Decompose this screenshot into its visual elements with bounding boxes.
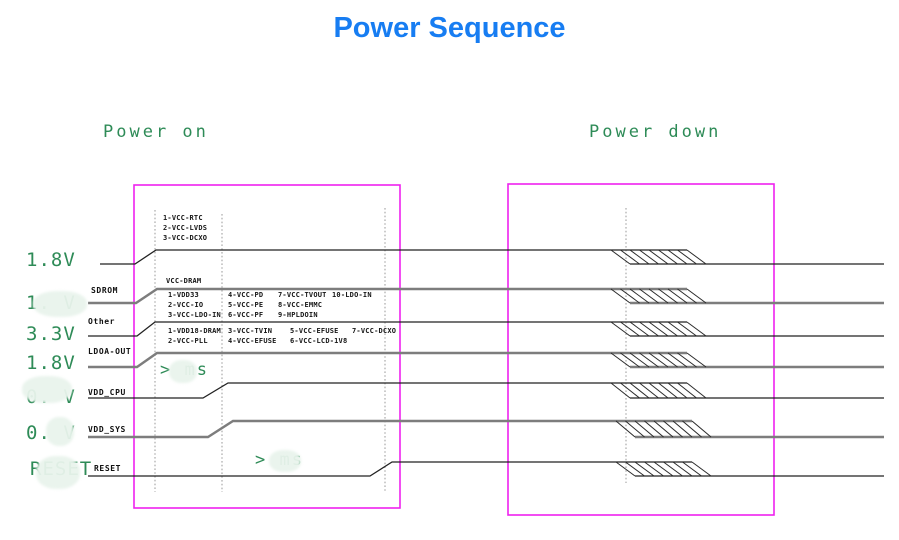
vdd-cpu-falling-hatch — [620, 382, 640, 399]
redaction-blur — [36, 456, 80, 489]
reset-falling-hatch — [653, 461, 674, 477]
vdd-cpu-falling-hatch — [629, 382, 650, 399]
vdd-sys-falling-hatch — [663, 420, 683, 438]
other-falling-hatch — [667, 321, 688, 337]
sdrom-falling-hatch — [686, 288, 707, 304]
reset-falling-hatch — [663, 461, 683, 477]
vdd-cpu-falling-hatch — [639, 382, 659, 399]
vcc-rtc-falling-hatch — [639, 249, 659, 265]
ldoa-out-falling-hatch — [677, 352, 697, 368]
other-falling-hatch — [629, 321, 650, 337]
other-falling-hatch — [639, 321, 659, 337]
reset-falling-hatch — [634, 461, 655, 477]
sdrom-falling-hatch — [658, 288, 678, 304]
vcc-rtc-falling-hatch — [667, 249, 688, 265]
ldoa-out-falling-hatch — [648, 352, 669, 368]
vcc-rtc-falling-hatch — [677, 249, 697, 265]
vdd-cpu-falling-hatch — [610, 382, 631, 399]
vdd-cpu-falling-hatch — [667, 382, 688, 399]
vcc-rtc-wave-high — [100, 249, 687, 265]
other-falling-hatch — [620, 321, 640, 337]
other-falling-hatch — [658, 321, 678, 337]
reset-falling-hatch — [672, 461, 693, 477]
vcc-rtc-falling-hatch — [648, 249, 669, 265]
power-down-section-label: Power down — [589, 122, 722, 142]
vdd-sys-falling-hatch — [691, 420, 712, 438]
vdd-sys-wave-high — [88, 419, 692, 439]
sdrom-falling-hatch — [677, 288, 697, 304]
power-on-box — [133, 184, 401, 509]
vdd-sys-falling-hatch — [615, 420, 636, 438]
sdrom-falling-hatch — [610, 288, 631, 304]
sdrom-falling-hatch — [667, 288, 688, 304]
reset-falling-hatch — [615, 461, 636, 477]
other-falling-hatch — [686, 321, 707, 337]
redaction-blur — [33, 291, 87, 317]
redaction-blur — [169, 360, 197, 383]
vdd-sys-falling-hatch — [634, 420, 655, 438]
vcc-rtc-falling-hatch — [610, 249, 631, 265]
vcc-rtc-falling-hatch — [620, 249, 640, 265]
power-on-section-label: Power on — [103, 122, 209, 142]
vdd-cpu-wave-high — [88, 382, 687, 399]
vdd-sys-falling-hatch — [682, 420, 702, 438]
page-title: Power Sequence — [333, 12, 566, 44]
reset-falling-hatch — [682, 461, 702, 477]
redaction-blur — [46, 417, 74, 446]
vdd-cpu-falling-hatch — [648, 382, 669, 399]
vcc-rtc-falling-hatch — [629, 249, 650, 265]
ldoa-out-falling-hatch — [667, 352, 688, 368]
vdd-cpu-falling-hatch — [658, 382, 678, 399]
sdrom-falling-hatch — [639, 288, 659, 304]
ldoa-out-wave-high — [88, 351, 687, 369]
power-down-box — [507, 183, 775, 516]
sdrom-falling-hatch — [620, 288, 640, 304]
sdrom-falling-hatch — [648, 288, 669, 304]
redaction-blur — [22, 376, 72, 403]
vdd-sys-falling-hatch — [644, 420, 664, 438]
other-wave-high — [88, 321, 687, 337]
vdd-sys-falling-hatch — [672, 420, 693, 438]
ldoa-out-falling-hatch — [620, 352, 640, 368]
ldoa-out-falling-hatch — [610, 352, 631, 368]
vcc-rtc-falling-hatch — [658, 249, 678, 265]
vdd-sys-falling-hatch — [625, 420, 645, 438]
vdd-cpu-falling-hatch — [686, 382, 707, 399]
ldoa-out-falling-hatch — [629, 352, 650, 368]
sdrom-falling-hatch — [629, 288, 650, 304]
ldoa-out-falling-hatch — [639, 352, 659, 368]
vdd-cpu-falling-hatch — [677, 382, 697, 399]
other-falling-hatch — [610, 321, 631, 337]
ldoa-out-falling-hatch — [658, 352, 678, 368]
vcc-rtc-falling-hatch — [686, 249, 707, 265]
reset-falling-hatch — [691, 461, 712, 477]
reset-falling-hatch — [644, 461, 664, 477]
redaction-blur — [269, 450, 301, 472]
reset-wave-high — [88, 461, 692, 477]
vdd-sys-falling-hatch — [653, 420, 674, 438]
sdrom-wave-high — [88, 287, 687, 305]
other-falling-hatch — [648, 321, 669, 337]
ldoa-out-falling-hatch — [686, 352, 707, 368]
other-falling-hatch — [677, 321, 697, 337]
reset-falling-hatch — [625, 461, 645, 477]
